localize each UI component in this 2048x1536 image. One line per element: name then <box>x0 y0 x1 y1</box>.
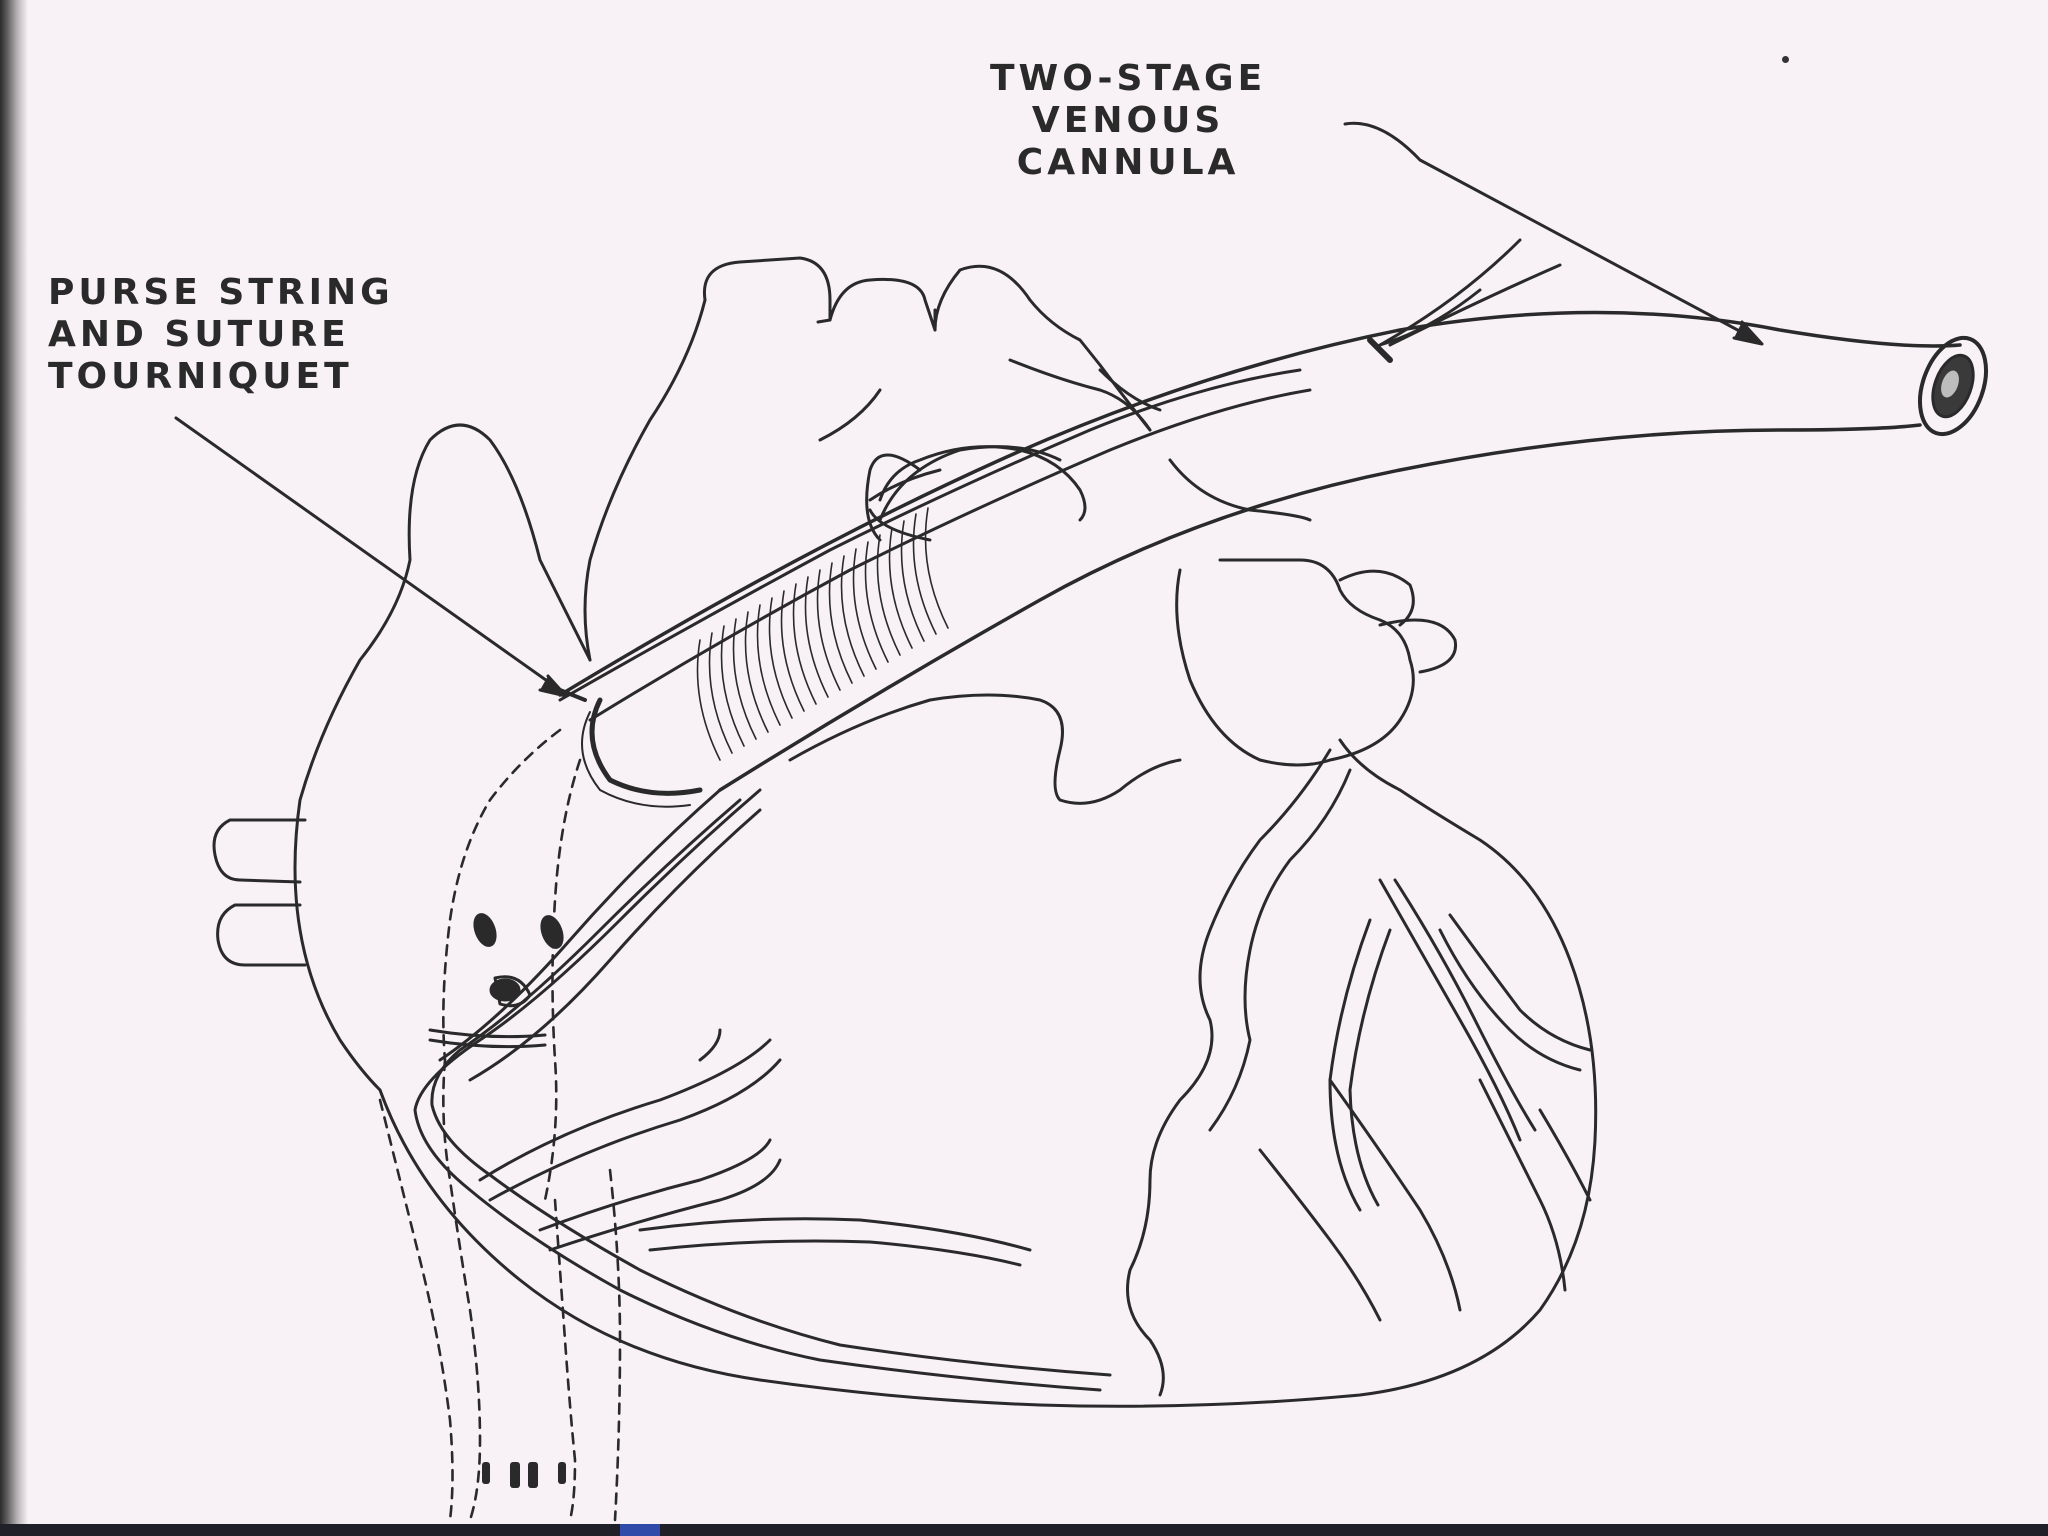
cannula-stripe-1 <box>558 368 1302 702</box>
lv-branch-2 <box>1328 918 1372 1212</box>
aortic-root <box>868 468 942 502</box>
lv-branch-2b <box>1348 928 1392 1207</box>
left-atrial-appendage <box>1175 558 1415 767</box>
svc-contour <box>878 445 1062 522</box>
lv-branch-1 <box>1378 878 1522 1142</box>
cannula-side-hole-1 <box>473 913 497 947</box>
lobe-small-2 <box>1378 618 1458 674</box>
purse-string-knot <box>558 688 587 702</box>
svc-bulge <box>1168 458 1312 522</box>
ascending-aorta <box>583 298 707 662</box>
atrium-band-2 <box>428 1038 547 1049</box>
cannula-sidehole-ring <box>493 975 532 1008</box>
label-purse-string-tourniquet: PURSE STRING AND SUTURE TOURNIQUET <box>48 272 394 398</box>
page-edge-shadow <box>0 0 28 1536</box>
leader-line-purse <box>174 416 562 692</box>
cannula-tip-hole-3 <box>528 1462 538 1488</box>
lv-branch-6 <box>1258 1148 1382 1322</box>
aortic-arch <box>702 256 1152 432</box>
label-cannula-line1: TWO-STAGE <box>990 58 1267 99</box>
bottom-edge-bar <box>0 1524 2048 1536</box>
marginal-branch-2b <box>548 1158 782 1252</box>
marginal-branch-4 <box>698 1028 722 1062</box>
aorta-inner <box>818 388 882 442</box>
marginal-branch-2 <box>538 1138 772 1232</box>
purse-string-ring <box>589 697 703 796</box>
tourniquet-wire-2 <box>1388 263 1562 347</box>
label-purse-line1: PURSE STRING <box>48 272 394 313</box>
lv-branch-7 <box>1538 1108 1592 1202</box>
right-atrium-outline <box>293 423 592 1092</box>
cannula-lower-edge <box>718 423 1922 792</box>
aorta-branch-1 <box>816 318 832 324</box>
cannula-tip-hole-4 <box>558 1462 566 1484</box>
speck <box>1782 56 1789 63</box>
aorta-base <box>788 693 1182 805</box>
cannula-opening-outer <box>1918 335 1988 437</box>
suture-2 <box>1098 368 1162 412</box>
cannula-tip-hole-2 <box>510 1462 520 1488</box>
label-cannula-line3: CANNULA <box>1016 142 1240 183</box>
cannula-side-hole-2 <box>540 915 564 949</box>
appendage-lobe-1 <box>212 818 307 884</box>
marginal-branch-1b <box>488 1058 782 1202</box>
cannula-descent-1 <box>438 788 722 1062</box>
lv-branch-5 <box>1478 1078 1567 1292</box>
tourniquet-wire-1 <box>1378 238 1522 347</box>
cannula-tip-hole-1 <box>482 1462 490 1484</box>
label-purse-line3: TOURNIQUET <box>48 356 353 397</box>
suture-1 <box>1008 358 1152 432</box>
right-coronary-artery-outer <box>413 788 1102 1392</box>
lv-branch-3b <box>1448 913 1592 1052</box>
interventricular-groove-2 <box>1208 768 1352 1132</box>
pulmonary-trunk-2 <box>868 508 932 542</box>
atrium-band <box>428 1028 547 1039</box>
right-coronary-artery-inner <box>430 798 1112 1377</box>
dashed-contours <box>378 728 622 1522</box>
cannula-opening-lumen <box>1941 370 1959 398</box>
pericardium-edge <box>865 453 922 542</box>
cannula-upper-edge <box>558 310 1962 697</box>
leader-arrow-cannula <box>1732 320 1764 346</box>
leader-line-cannula <box>1343 121 1762 344</box>
tourniquet-wire-3 <box>1378 288 1482 347</box>
lv-branch-4 <box>1328 1078 1462 1312</box>
cannula-descent-2 <box>468 808 762 1082</box>
label-two-stage-venous-cannula: TWO-STAGE VENOUS CANNULA <box>990 58 1266 184</box>
interventricular-groove <box>1126 748 1332 1397</box>
label-cannula-line2: VENOUS <box>1031 100 1225 141</box>
tourniquet-band <box>1367 337 1393 363</box>
lobe-small-1 <box>1338 569 1415 627</box>
appendage-lobe-2 <box>216 903 307 967</box>
marginal-branch-1 <box>478 1038 772 1182</box>
purse-string-ring-2 <box>581 711 691 808</box>
cannula-wire-ribs <box>696 507 949 761</box>
lv-branch-1b <box>1393 878 1537 1132</box>
label-purse-line2: AND SUTURE <box>48 314 350 355</box>
ventricle-outline <box>378 738 1598 1408</box>
bottom-edge-accent <box>620 1524 660 1536</box>
marginal-branch-3b <box>648 1239 1022 1267</box>
lv-branch-3 <box>1438 928 1582 1072</box>
marginal-branch-3 <box>638 1217 1032 1252</box>
